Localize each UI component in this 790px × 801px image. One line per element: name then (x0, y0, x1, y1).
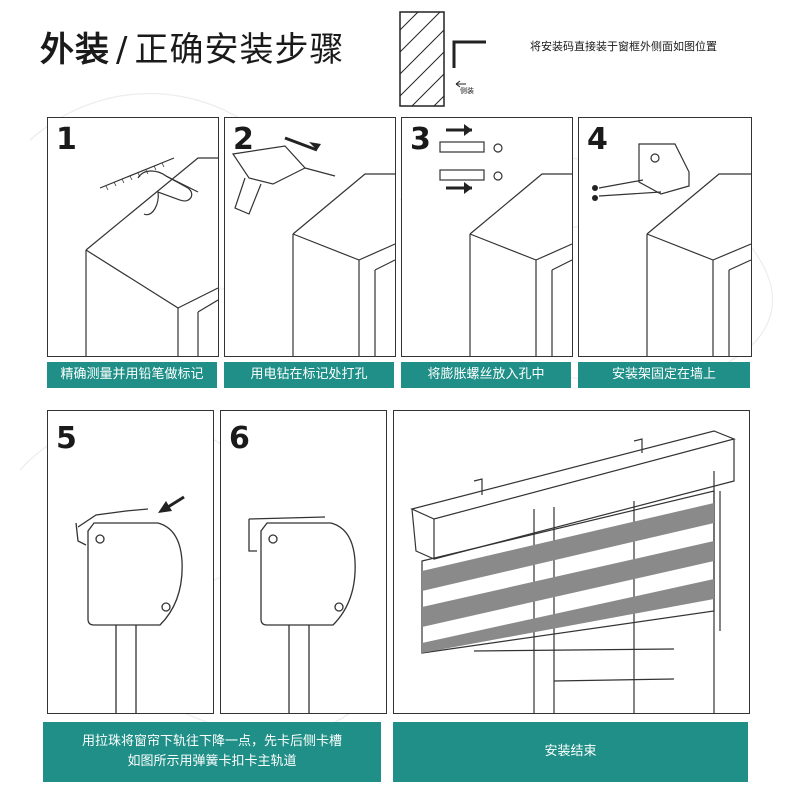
wall-side-diagram: 侧装 (396, 10, 486, 110)
step-1-panel: 1 (47, 117, 219, 357)
title-separator: / (116, 30, 129, 70)
step-5-caption-line1: 用拉珠将窗帘下轨往下降一点，先卡后侧卡槽 (81, 734, 342, 749)
step-6-panel: 6 (220, 410, 387, 714)
step-5-caption: 用拉珠将窗帘下轨往下降一点，先卡后侧卡槽 如图所示用弹簧卡扣卡主轨道 (43, 722, 381, 782)
step-5-caption-line2: 如图所示用弹簧卡扣卡主轨道 (127, 754, 297, 769)
side-label: 侧装 (460, 87, 474, 95)
page-title: 外装/正确安装步骤 (40, 22, 344, 71)
step-2-panel: 2 (224, 117, 396, 357)
step-3-panel: 3 (401, 117, 573, 357)
step-2-caption: 用电钻在标记处打孔 (224, 362, 394, 388)
step-finished-caption: 安装结束 (393, 722, 748, 782)
step-3-number: 3 (410, 122, 431, 157)
step-4-number: 4 (587, 122, 608, 157)
step-finished-panel (393, 410, 750, 714)
title-sub: 正确安装步骤 (134, 30, 345, 70)
step-5-panel: 5 (47, 410, 214, 714)
step-5-number: 5 (56, 421, 77, 456)
step-4-caption: 安装架固定在墙上 (578, 362, 750, 388)
step-1-caption: 精确测量并用铅笔做标记 (47, 362, 217, 388)
step-4-panel: 4 (578, 117, 752, 357)
title-main: 外装 (40, 30, 110, 70)
step-1-number: 1 (56, 122, 77, 157)
step-6-number: 6 (229, 421, 250, 456)
install-note: 将安装码直接装于窗框外侧面如图位置 (530, 40, 717, 53)
step-2-number: 2 (233, 122, 254, 157)
step-3-caption: 将膨胀螺丝放入孔中 (401, 362, 571, 388)
